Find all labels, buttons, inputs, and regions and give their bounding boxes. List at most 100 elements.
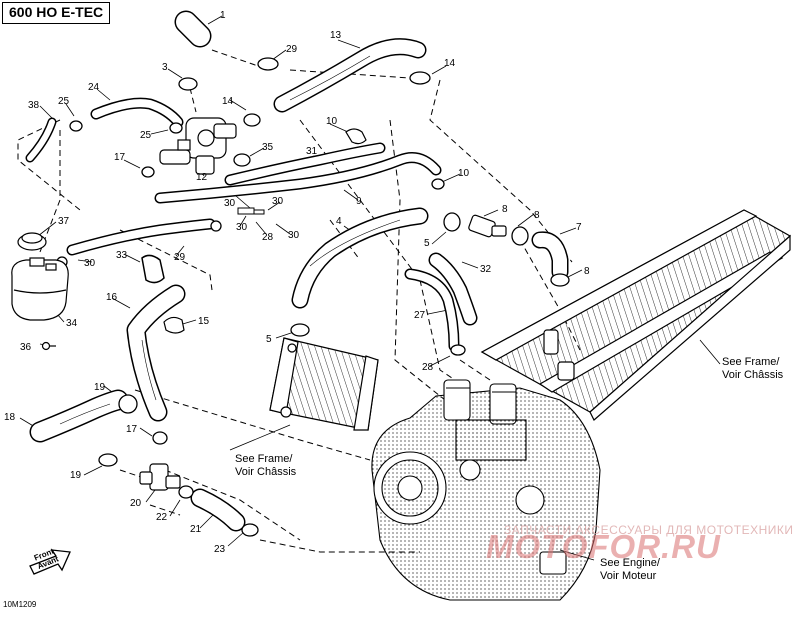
clamp-14b <box>243 113 261 127</box>
hose-1 <box>174 10 212 48</box>
callout: 20 <box>130 498 142 509</box>
callout: 5 <box>266 334 272 345</box>
ref-frame-left-line1: See Frame/ <box>235 453 293 465</box>
callout: 16 <box>106 292 118 303</box>
fitting-6 <box>468 214 507 238</box>
clamp-25b <box>169 122 183 134</box>
front-direction-arrow <box>29 549 71 575</box>
fitting-28 <box>237 207 265 215</box>
callout: 31 <box>306 146 318 157</box>
clip-11 <box>345 128 367 145</box>
hose-shading <box>59 55 401 425</box>
hose-21 <box>190 488 246 532</box>
callout: 36 <box>20 342 32 353</box>
callout: 18 <box>4 412 16 423</box>
callout: 23 <box>214 544 226 555</box>
callout: 25 <box>58 96 70 107</box>
thermostat-housing-12 <box>159 117 237 175</box>
callout: 19 <box>70 470 82 481</box>
clamp-17b <box>152 431 168 445</box>
watermark-tagline: ЗАПЧАСТИ АКСЕССУАРЫ ДЛЯ МОТОТЕХНИКИ <box>504 523 794 537</box>
callout: 3 <box>162 62 168 73</box>
callout: 38 <box>28 100 40 111</box>
callout: 30 <box>84 258 96 269</box>
callout: 17 <box>114 152 126 163</box>
callout: 27 <box>414 310 426 321</box>
ref-frame-left-line2: Voir Châssis <box>235 466 297 478</box>
t-fitting-20 <box>139 463 181 491</box>
clamp-10 <box>431 178 445 190</box>
reference-notes: See Frame/ Voir Châssis See Frame/ Voir … <box>235 356 784 582</box>
clamp-27 <box>450 344 466 356</box>
hose-13 <box>273 38 427 113</box>
callout: 17 <box>126 424 138 435</box>
hoses <box>25 10 569 532</box>
callout: 28 <box>422 362 434 373</box>
clamp-3 <box>178 77 198 91</box>
ref-frame-right-line1: See Frame/ <box>722 356 780 368</box>
callout: 9 <box>356 196 362 207</box>
callout: 25 <box>140 130 152 141</box>
clip-15 <box>163 316 185 334</box>
engine-block <box>371 379 601 601</box>
coolant-reservoir-35 <box>11 257 69 321</box>
callout: 8 <box>534 210 540 221</box>
callout: 5 <box>424 238 430 249</box>
clamp-8b <box>550 273 570 287</box>
front-radiator <box>269 337 379 431</box>
callout: 13 <box>330 30 342 41</box>
clamp-34 <box>233 153 251 167</box>
callout: 10 <box>326 116 338 127</box>
callout: 24 <box>88 82 100 93</box>
callout: 35 <box>262 142 274 153</box>
clamp-17a <box>141 166 155 178</box>
clamp-14a <box>409 71 431 85</box>
callout: 32 <box>480 264 492 275</box>
callout: 12 <box>196 172 208 183</box>
callout: 34 <box>66 318 78 329</box>
clamp-19b <box>98 453 118 467</box>
callout: 29 <box>174 252 186 263</box>
hose-16 <box>126 284 186 422</box>
clamp-8a <box>511 226 529 246</box>
clamp-30b <box>210 220 222 232</box>
ref-engine-line2: Voir Moteur <box>600 570 657 582</box>
hose-9 <box>154 152 442 204</box>
clamp-23 <box>241 523 259 537</box>
callout: 30 <box>224 198 236 209</box>
callout: 4 <box>336 216 342 227</box>
callout: 10 <box>458 168 470 179</box>
callout: 37 <box>58 216 70 227</box>
callout: 7 <box>576 222 582 233</box>
watermark-brand: MOTOFOR.RU <box>486 528 721 565</box>
clamp-5a <box>443 212 461 232</box>
model-title: 600 HO E-TEC <box>2 2 110 24</box>
clamp-25a <box>69 120 83 132</box>
hose-29 <box>66 218 216 256</box>
callout: 30 <box>272 196 284 207</box>
callout: 1 <box>220 10 226 21</box>
callout-numbers: 1 29 13 14 3 24 25 38 14 25 10 35 17 12 … <box>4 10 590 555</box>
clamp-19a <box>118 394 138 414</box>
callout: 19 <box>94 382 106 393</box>
hose-24 <box>90 97 184 128</box>
callout: 21 <box>190 524 202 535</box>
clamp-2 <box>257 57 279 71</box>
strap-33 <box>141 254 165 284</box>
document-id: 10M1209 <box>3 600 37 609</box>
callout: 30 <box>236 222 248 233</box>
tunnel-heat-exchanger <box>480 209 792 421</box>
hose-32 <box>428 252 478 326</box>
bolt-36 <box>41 341 56 351</box>
callout: 14 <box>222 96 234 107</box>
callout: 30 <box>288 230 300 241</box>
clamp-22 <box>178 485 194 499</box>
callout: 33 <box>116 250 128 261</box>
callout: 15 <box>198 316 210 327</box>
callout: 29 <box>286 44 298 55</box>
callout: 8 <box>584 266 590 277</box>
callout: 14 <box>444 58 456 69</box>
reservoir-cap-38 <box>17 232 47 251</box>
